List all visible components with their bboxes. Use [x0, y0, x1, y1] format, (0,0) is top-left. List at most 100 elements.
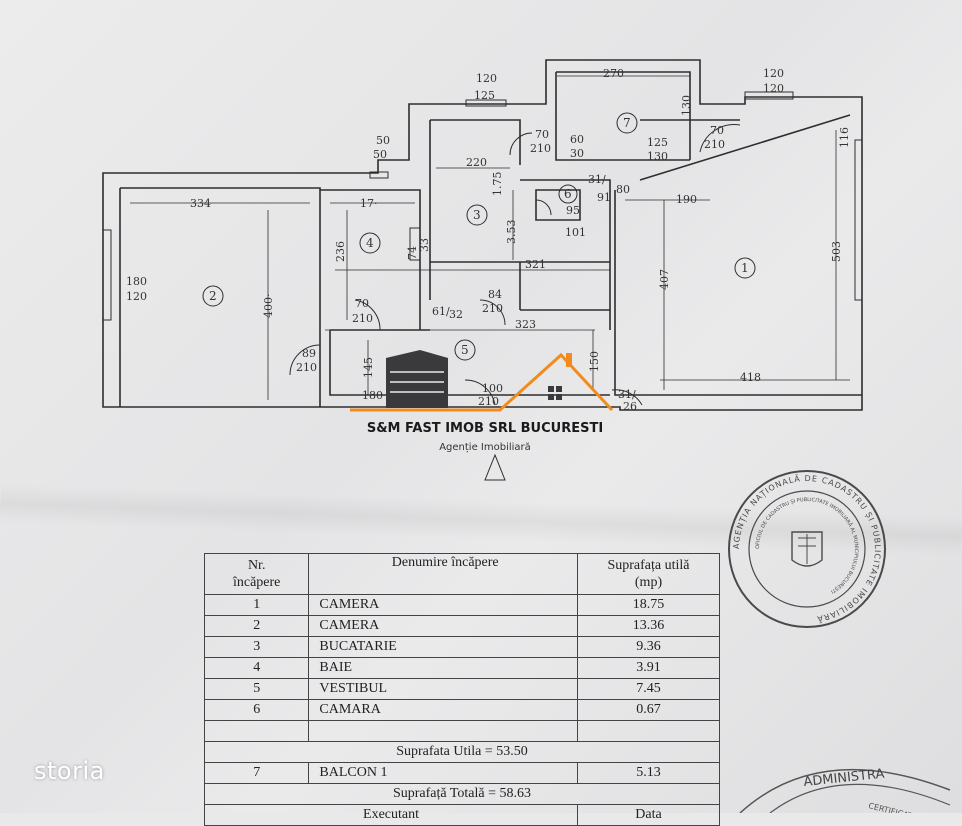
dim-label: 210: [478, 395, 499, 408]
row-name: BAIE: [308, 657, 579, 679]
dim-label: 70: [710, 124, 724, 137]
window-left: [102, 229, 112, 321]
dim-label: 150: [588, 351, 601, 372]
dim-label: 91: [597, 191, 611, 204]
dim-line: [267, 130, 837, 400]
dim-label: 120: [476, 72, 497, 85]
row-area: 5.13: [577, 762, 720, 784]
row-name: CAMERA: [308, 594, 579, 616]
row-area: 13.36: [577, 615, 720, 637]
row-nr: 6: [203, 699, 310, 721]
row-area: 0.67: [577, 699, 720, 721]
cadastre-stamp: AGENȚIA NAȚIONALĂ DE CADASTRU ȘI PUBLICI…: [728, 470, 886, 628]
window-top: [744, 91, 794, 100]
dim-label: 1.75: [491, 172, 504, 197]
dim-label: 120: [763, 67, 784, 80]
utila-row: Suprafata Utila = 53.50: [204, 741, 720, 763]
dim-label: 50: [376, 134, 390, 147]
empty-cell: [308, 720, 579, 742]
row-nr: 5: [203, 678, 310, 700]
dim-line: [130, 75, 850, 381]
admin-stamp: ADMINISTRA CERTIFICAT: [739, 767, 951, 813]
dim-label: 418: [740, 371, 761, 384]
window-balcony-left: [465, 99, 507, 107]
room-number: 1: [741, 261, 749, 275]
dim-label: 101: [565, 226, 586, 239]
dim-label: 270: [603, 67, 624, 80]
header-nr: Nr. încăpere: [203, 553, 310, 595]
dim-label: 236: [334, 241, 347, 262]
logo-building: [386, 350, 448, 408]
table-row: 7 BALCON 1 5.13: [203, 762, 720, 784]
dim-label: 84: [488, 288, 502, 301]
door-arc: [464, 379, 496, 406]
dim-label: 210: [296, 361, 317, 374]
pantry-wall: [535, 189, 581, 221]
dim-label: 210: [352, 312, 373, 325]
row-nr: 3: [203, 636, 310, 658]
dim-label: 26: [623, 400, 637, 413]
room-number: 7: [623, 116, 631, 130]
agency-name: S&M FAST IMOB SRL BUCURESTI: [366, 421, 604, 436]
dim-label: 180: [126, 275, 147, 288]
door-arc: [354, 299, 381, 331]
row-area: 3.91: [577, 657, 720, 679]
dim-label: 120: [126, 290, 147, 303]
footer-data: Data: [577, 804, 720, 826]
agency-logo: [350, 350, 614, 412]
dim-label: 210: [530, 142, 551, 155]
footer-executant: Executant: [203, 804, 579, 826]
dim-label: 145: [362, 357, 375, 378]
table-header-row: Nr. încăpere Denumire încăpere Suprafața…: [203, 553, 720, 595]
room-number: 2: [209, 289, 217, 303]
logo-roof: [350, 352, 614, 412]
room-number: 6: [564, 187, 572, 201]
room-circle: [734, 257, 756, 279]
header-area: Suprafața utilă (mp): [577, 553, 720, 595]
dim-label: 400·: [262, 294, 275, 319]
admin-stamp-text: ADMINISTRA: [803, 767, 885, 790]
dim-label: 116: [838, 127, 851, 148]
dim-label: 334: [190, 197, 211, 210]
table-row-empty: [203, 720, 720, 742]
row-area: 9.36: [577, 636, 720, 658]
door-arc: [611, 389, 643, 406]
agency-tagline: Agenție Imobiliară: [439, 442, 531, 453]
dim-label: 190: [676, 193, 697, 206]
coat-of-arms-icon: [791, 531, 823, 567]
table-row: 3 BUCATARIE 9.36: [203, 636, 720, 658]
window-right: [854, 139, 863, 301]
dim-label: 210: [482, 302, 503, 315]
door-arc: [479, 299, 506, 326]
cert-stamp-text: CERTIFICAT: [868, 801, 914, 813]
dim-label: 74: [406, 246, 419, 260]
dim-label: 31/: [618, 388, 636, 401]
dim-label: 70: [355, 297, 369, 310]
door-arc: [699, 124, 741, 153]
dim-label: 321: [525, 258, 546, 271]
north-arrow: [484, 453, 506, 481]
dim-label: 120: [763, 82, 784, 95]
dim-label: 180: [362, 389, 383, 402]
room-number: 4: [366, 236, 374, 250]
dim-label: 17·: [360, 197, 378, 210]
dim-label: 32: [449, 308, 463, 321]
door-arc: [535, 199, 552, 216]
dim-label: 60: [570, 133, 584, 146]
table-row: 5 VESTIBUL 7.45: [203, 678, 720, 700]
table-footer-row: Executant Data: [203, 804, 720, 826]
table-row: 4 BAIE 3.91: [203, 657, 720, 679]
storia-watermark: storia: [34, 757, 105, 785]
row-area: 7.45: [577, 678, 720, 700]
dim-label: 31/: [588, 173, 606, 186]
utila-total: Suprafata Utila = 53.50: [204, 741, 720, 763]
dim-label: 503: [830, 241, 843, 262]
dim-label: 125: [647, 136, 668, 149]
dim-label: 61/: [432, 305, 450, 318]
table-row: 1 CAMERA 18.75: [203, 594, 720, 616]
empty-cell: [577, 720, 720, 742]
logo-chimney: [566, 353, 572, 367]
area-table: Nr. încăpere Denumire încăpere Suprafața…: [203, 553, 720, 826]
dim-label: 323: [515, 318, 536, 331]
dim-label: 50: [373, 148, 387, 161]
